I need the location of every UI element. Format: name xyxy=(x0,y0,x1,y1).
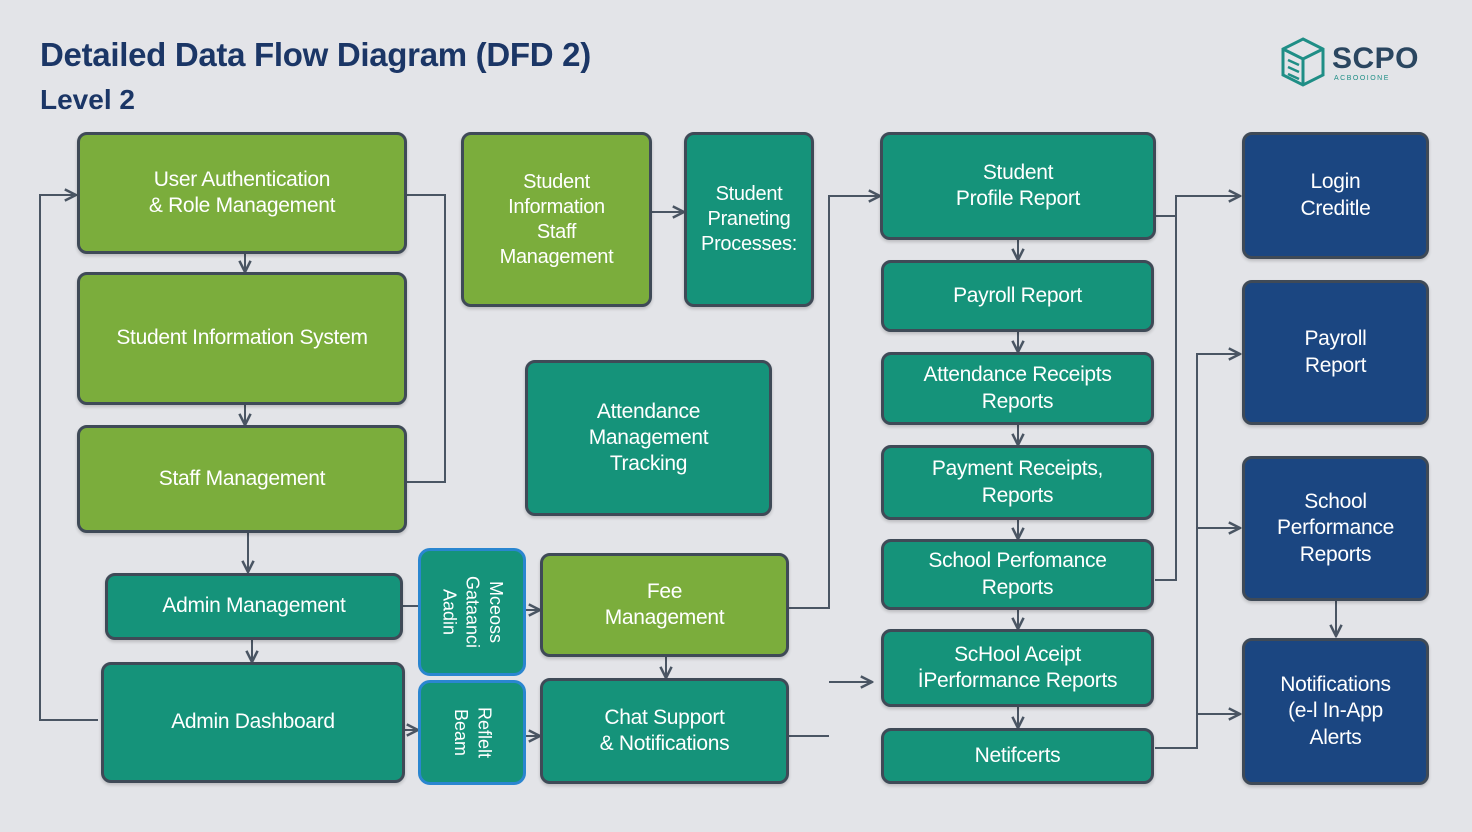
school-performance-report-label: School Perfomance Reports xyxy=(928,549,1107,599)
staff-management-label: Staff Management xyxy=(158,466,326,490)
fee-management-box[interactable]: Fee Management xyxy=(540,553,789,657)
notifications-output-label: Notifications (e-l In-App Alerts xyxy=(1280,673,1391,749)
school-receipt-label: ScHool Aceipt İPerformance Reports xyxy=(917,642,1118,692)
notifications-report-box[interactable]: Netifcerts xyxy=(881,728,1154,784)
user-auth-box[interactable]: User Authentication & Role Management xyxy=(77,132,407,254)
login-credentials-box[interactable]: Login Creditle xyxy=(1242,132,1429,259)
messages-panel[interactable]: Mceoss Gataanci Aadin xyxy=(418,548,526,676)
user-auth-label: User Authentication & Role Management xyxy=(148,167,336,217)
payroll-report-label: Payroll Report xyxy=(953,283,1082,307)
attendance-receipts-box[interactable]: Attendance Receipts Reports xyxy=(881,352,1154,425)
chat-support-label: Chat Support & Notifications xyxy=(599,705,730,755)
student-info-staff-box[interactable]: Student Information Staff Management xyxy=(461,132,652,307)
student-profile-report-box[interactable]: Student Profile Report xyxy=(880,132,1156,240)
logo-name: SCPO xyxy=(1332,42,1420,75)
student-processes-label: Student Praneting Processes: xyxy=(701,183,797,255)
school-performance-output-box[interactable]: School Performance Reports xyxy=(1242,456,1429,601)
student-processes-box[interactable]: Student Praneting Processes: xyxy=(684,132,814,307)
payment-receipts-box[interactable]: Payment Receipts, Reports xyxy=(881,445,1154,520)
admin-dashboard-box[interactable]: Admin Dashboard xyxy=(101,662,405,783)
fee-management-label: Fee Management xyxy=(604,579,725,629)
payroll-report-box[interactable]: Payroll Report xyxy=(881,260,1154,332)
cube-logo-icon xyxy=(1281,37,1325,87)
attendance-receipts-label: Attendance Receipts Reports xyxy=(923,363,1112,413)
attendance-box[interactable]: Attendance Management Tracking xyxy=(525,360,772,516)
payroll-output-label: Payroll Report xyxy=(1304,327,1367,377)
chat-support-box[interactable]: Chat Support & Notifications xyxy=(540,678,789,784)
student-profile-report-label: Student Profile Report xyxy=(955,160,1081,210)
payroll-output-box[interactable]: Payroll Report xyxy=(1242,280,1429,425)
admin-management-label: Admin Management xyxy=(162,594,346,618)
student-info-staff-label: Student Information Staff Management xyxy=(499,170,614,268)
login-credentials-label: Login Creditle xyxy=(1300,170,1371,220)
diagram-title: Detailed Data Flow Diagram (DFD 2) xyxy=(40,36,591,73)
staff-management-box[interactable]: Staff Management xyxy=(77,425,407,533)
admin-dashboard-label: Admin Dashboard xyxy=(171,710,335,734)
school-performance-output-label: School Performance Reports xyxy=(1277,490,1394,566)
student-info-system-box[interactable]: Student Information System xyxy=(77,272,407,405)
notifications-report-label: Netifcerts xyxy=(974,743,1061,767)
student-info-system-label: Student Information System xyxy=(116,326,368,350)
messages-panel-label: Mceoss Gataanci Aadin xyxy=(439,575,507,649)
payment-receipts-label: Payment Receipts, Reports xyxy=(931,457,1104,507)
beam-panel[interactable]: Reflelt Beam xyxy=(418,680,526,785)
beam-panel-label: Reflelt Beam xyxy=(451,706,495,759)
brand-logo: SCPO ACBOOIONE xyxy=(1280,36,1440,90)
school-performance-report-box[interactable]: School Perfomance Reports xyxy=(881,539,1154,610)
attendance-label: Attendance Management Tracking xyxy=(588,399,709,476)
logo-tagline: ACBOOIONE xyxy=(1334,75,1390,82)
notifications-output-box[interactable]: Notifications (e-l In-App Alerts xyxy=(1242,638,1429,785)
admin-management-box[interactable]: Admin Management xyxy=(105,573,403,640)
school-receipt-box[interactable]: ScHool Aceipt İPerformance Reports xyxy=(881,629,1154,707)
diagram-subtitle: Level 2 xyxy=(40,84,135,115)
